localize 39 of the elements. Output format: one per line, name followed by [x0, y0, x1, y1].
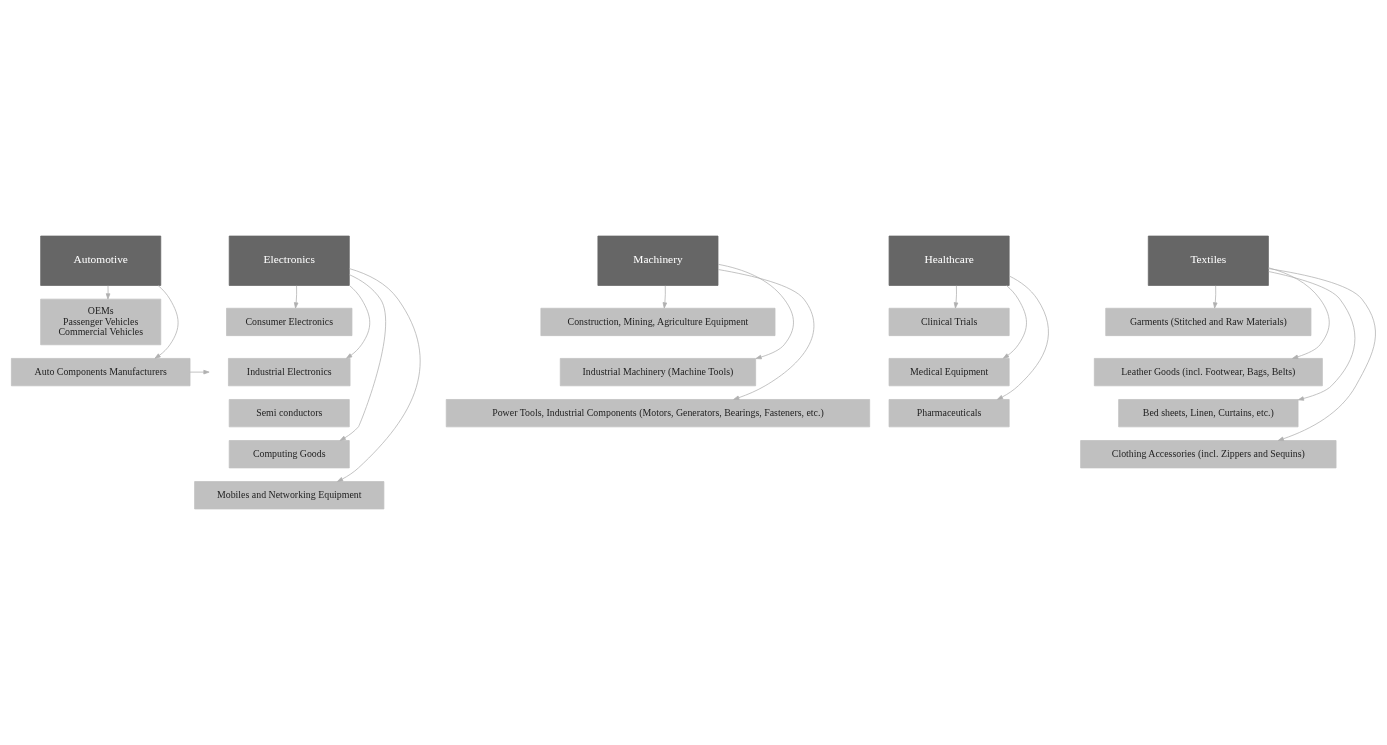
arrow [189, 369, 210, 375]
node-box: Industrial Electronics [228, 358, 351, 387]
arrow [996, 275, 1049, 400]
arrow [337, 268, 421, 482]
node-box: Clinical Trials [888, 307, 1010, 336]
arrow [293, 285, 299, 309]
arrow [717, 263, 794, 360]
node-box: Mobiles and Networking Equipment [194, 481, 385, 510]
node-box: OEMs Passenger Vehicles Commercial Vehicles [40, 298, 162, 346]
node-box: Auto Components Manufacturers [11, 358, 191, 387]
node-box: Electronics [228, 235, 350, 286]
node-box: Consumer Electronics [226, 307, 353, 336]
node-box: Industrial Machinery (Machine Tools) [559, 358, 756, 387]
arrow [154, 285, 179, 359]
node-box: Power Tools, Industrial Components (Motors, Generators, Bearings, Fasteners, etc.) [445, 399, 871, 428]
arrow [1002, 285, 1027, 359]
arrow [339, 274, 386, 441]
node-box: Textiles [1147, 235, 1269, 286]
arrow [953, 285, 959, 309]
node-box: Leather Goods (incl. Footwear, Bags, Belts) [1093, 358, 1323, 387]
node-box: Machinery [597, 235, 719, 286]
node-box: Garments (Stitched and Raw Materials) [1105, 307, 1312, 336]
node-box: Computing Goods [228, 440, 350, 469]
node-box: Construction, Mining, Agriculture Equipment [540, 307, 776, 336]
arrow [1213, 285, 1218, 309]
node-box: Clothing Accessories (incl. Zippers and Sequins) [1080, 440, 1337, 469]
arrow [717, 269, 815, 400]
arrow [662, 285, 668, 309]
node-box: Healthcare [888, 235, 1010, 286]
arrow [1268, 267, 1330, 359]
arrow [1268, 268, 1376, 441]
node-box: Medical Equipment [888, 358, 1010, 387]
arrow [105, 285, 111, 300]
node-box: Automotive [40, 235, 162, 286]
node-box: Pharmaceuticals [888, 399, 1010, 428]
node-box: Bed sheets, Linen, Curtains, etc.) [1118, 399, 1299, 428]
arrow [346, 285, 371, 359]
node-box: Semi conductors [228, 399, 350, 428]
arrow [1268, 271, 1356, 401]
